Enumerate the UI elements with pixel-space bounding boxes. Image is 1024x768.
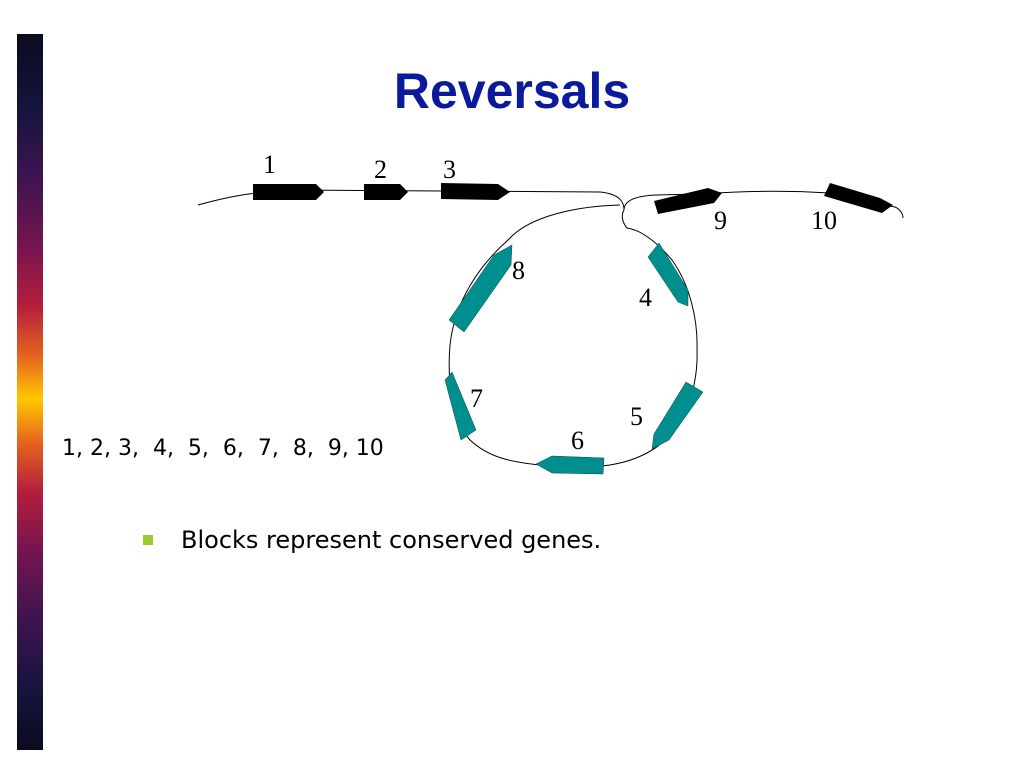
bullet-list-item: Blocks represent conserved genes. xyxy=(143,526,601,554)
bullet-text: Blocks represent conserved genes. xyxy=(181,526,602,554)
gene-block-6 xyxy=(535,455,605,475)
gene-label-5: 5 xyxy=(630,402,643,431)
gene-label-2: 2 xyxy=(374,155,387,184)
gene-order-sequence: 1, 2, 3, 4, 5, 6, 7, 8, 9, 10 xyxy=(62,436,384,461)
gene-label-7: 7 xyxy=(470,384,483,413)
gene-block-8 xyxy=(448,244,513,333)
slide-title: Reversals xyxy=(393,63,631,119)
gene-block-9 xyxy=(654,188,722,214)
gene-label-9: 9 xyxy=(714,206,727,235)
gene-block-5 xyxy=(651,381,704,450)
gene-block-10 xyxy=(824,183,893,213)
gene-block-1 xyxy=(253,184,324,200)
gene-block-4 xyxy=(647,242,689,307)
gene-label-6: 6 xyxy=(571,426,584,455)
gene-label-10: 10 xyxy=(811,206,837,235)
gene-block-7 xyxy=(444,371,477,441)
square-bullet-icon xyxy=(143,535,153,545)
gene-block-3 xyxy=(441,183,510,200)
gene-label-8: 8 xyxy=(512,256,525,285)
decorative-gradient-bar xyxy=(17,34,43,750)
gene-label-3: 3 xyxy=(443,155,456,184)
gene-label-1: 1 xyxy=(263,150,276,179)
gene-block-2 xyxy=(364,184,408,200)
gene-label-4: 4 xyxy=(639,283,652,312)
